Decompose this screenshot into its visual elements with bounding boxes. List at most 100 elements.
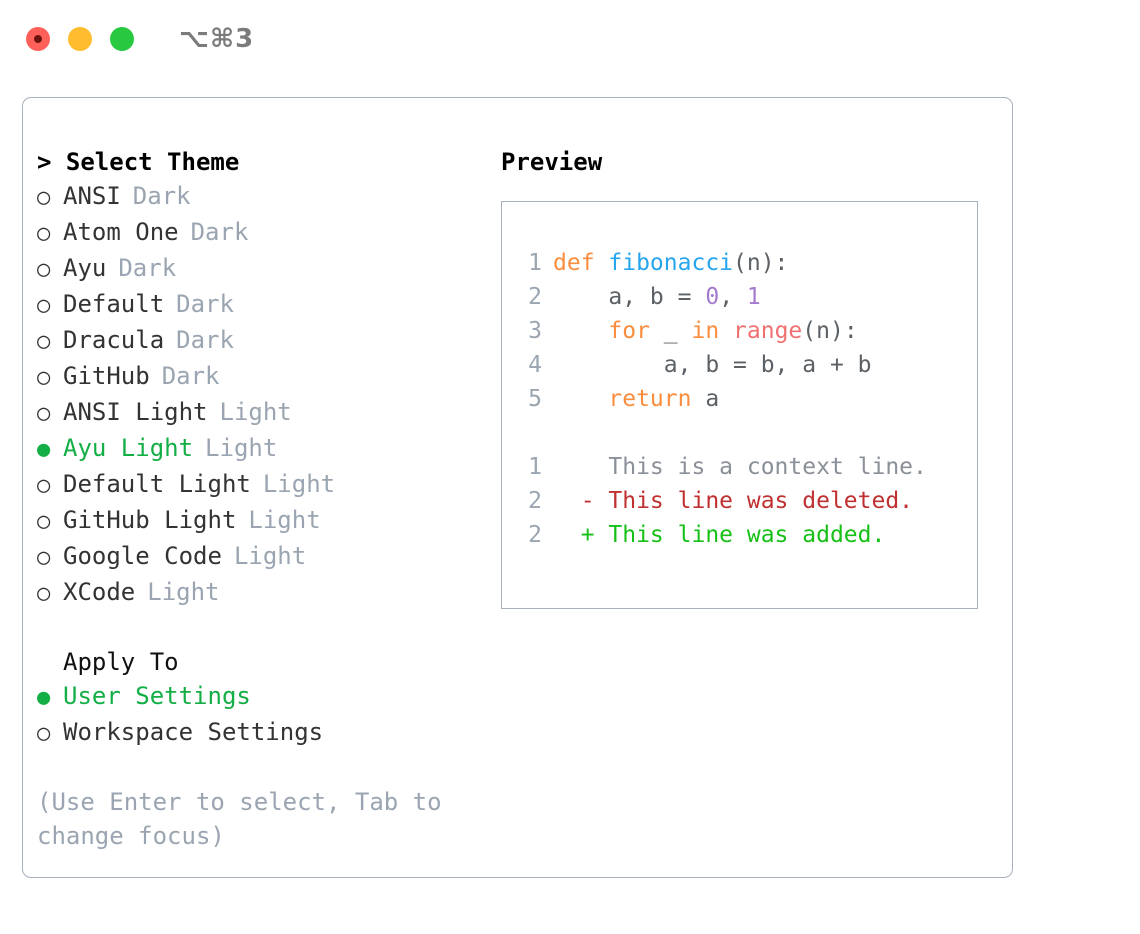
theme-option-default-light[interactable]: ○ Default Light Light: [37, 467, 492, 503]
theme-option-google-code[interactable]: ○ Google Code Light: [37, 539, 492, 575]
theme-variant-tag: Light: [248, 506, 321, 534]
list-spacer: [37, 611, 492, 645]
diff-line-number: 2: [528, 522, 542, 548]
apply-to-list[interactable]: ●User Settings ○ Workspace Settings: [37, 679, 492, 751]
theme-variant-tag: Light: [205, 434, 278, 462]
diff-line-del: 2 - This line was deleted.: [516, 484, 977, 518]
code-token-txt: a: [705, 386, 720, 412]
code-line-number: 1: [528, 250, 542, 276]
theme-variant-tag: Dark: [176, 290, 234, 318]
code-token-kw: in: [691, 318, 734, 344]
radio-unselected-icon: ○: [37, 257, 51, 282]
theme-variant-tag: Light: [147, 578, 220, 606]
code-line-number: 2: [528, 284, 542, 310]
code-diff-gap: [516, 416, 977, 450]
code-token-num: 1: [746, 284, 761, 310]
theme-option-label: Ayu Light: [63, 434, 194, 462]
theme-option-label: XCode: [63, 578, 136, 606]
apply-to-header: Apply To: [63, 648, 179, 676]
theme-option-label: GitHub Light: [63, 506, 237, 534]
radio-unselected-icon: ○: [37, 329, 51, 354]
select-theme-header: > Select Theme: [37, 148, 240, 176]
theme-variant-tag: Light: [262, 470, 336, 498]
radio-unselected-icon: ○: [37, 721, 51, 746]
radio-selected-icon: ●: [37, 437, 51, 462]
code-line: 5 return a: [516, 382, 977, 416]
diff-sample: 1 This is a context line.2 - This line w…: [516, 450, 977, 552]
apply-to-option-workspace-settings[interactable]: ○ Workspace Settings: [37, 715, 492, 751]
radio-unselected-icon: ○: [37, 473, 51, 498]
theme-option-label: Google Code: [63, 542, 222, 570]
diff-line-ctx: 1 This is a context line.: [516, 450, 977, 484]
theme-variant-tag: Dark: [161, 362, 220, 390]
maximize-button[interactable]: [110, 27, 134, 51]
code-token-kw: for: [553, 318, 664, 344]
apply-to-option-label: Workspace Settings: [63, 718, 324, 746]
theme-option-github-light[interactable]: ○ GitHub Light Light: [37, 503, 492, 539]
apply-to-option-user-settings[interactable]: ●User Settings: [37, 679, 492, 715]
theme-option-ansi-light[interactable]: ○ ANSI Light Light: [37, 395, 492, 431]
code-line-number: 3: [528, 318, 542, 344]
keyboard-shortcut-label: ⌥⌘3: [179, 24, 255, 54]
theme-option-label: Ayu: [63, 254, 107, 282]
theme-option-ayu-light[interactable]: ● Ayu Light Light: [37, 431, 492, 467]
diff-line-content: + This line was added.: [553, 522, 886, 548]
radio-unselected-icon: ○: [37, 401, 51, 426]
code-token-kw: return: [553, 386, 706, 412]
theme-variant-tag: Light: [233, 542, 307, 570]
diff-line-content: - This line was deleted.: [553, 488, 914, 514]
theme-option-label: ANSI Light: [63, 398, 208, 426]
radio-unselected-icon: ○: [37, 221, 51, 246]
code-line: 4 a, b = b, a + b: [516, 348, 977, 382]
code-line-content: a, b = 0, 1: [553, 280, 761, 314]
code-line: 1 def fibonacci(n):: [516, 246, 977, 280]
code-token-txt: (n):: [733, 250, 789, 276]
code-line-content: a, b = b, a + b: [553, 348, 872, 382]
radio-unselected-icon: ○: [37, 545, 51, 570]
code-token-kw: def: [553, 250, 609, 276]
theme-option-label: Atom One: [63, 218, 179, 246]
radio-unselected-icon: ○: [37, 509, 51, 534]
close-button[interactable]: [26, 27, 50, 51]
theme-variant-tag: Dark: [132, 182, 191, 210]
theme-variant-tag: Light: [219, 398, 292, 426]
code-token-fn: fibonacci: [608, 250, 734, 276]
diff-line-content: This is a context line.: [553, 454, 927, 480]
theme-variant-tag: Dark: [176, 326, 234, 354]
hint-spacer: [37, 751, 492, 785]
theme-option-label: Default Light: [63, 470, 251, 498]
theme-option-label: ANSI: [63, 182, 121, 210]
preview-header: Preview: [501, 148, 603, 176]
theme-option-xcode[interactable]: ○ XCode Light: [37, 575, 492, 611]
code-line-number: 4: [528, 352, 542, 378]
diff-line-add: 2 + This line was added.: [516, 518, 977, 552]
theme-option-ayu[interactable]: ○ Ayu Dark: [37, 251, 492, 287]
minimize-button[interactable]: [68, 27, 92, 51]
keyboard-hint-text: (Use Enter to select, Tab to change focu…: [37, 788, 457, 850]
code-token-txt: (n):: [802, 318, 858, 344]
code-line-number: 5: [528, 386, 542, 412]
code-line: 3 for _ in range(n):: [516, 314, 977, 348]
radio-unselected-icon: ○: [37, 581, 51, 606]
theme-variant-tag: Dark: [118, 254, 177, 282]
code-token-txt: ,: [719, 284, 747, 310]
code-line: 2 a, b = 0, 1: [516, 280, 977, 314]
code-token-bi: range: [733, 318, 803, 344]
diff-line-number: 2: [528, 488, 542, 514]
radio-unselected-icon: ○: [37, 293, 51, 318]
code-token-txt: _: [663, 318, 692, 344]
window-controls: [26, 27, 134, 51]
code-token-txt: a, b =: [553, 284, 706, 310]
